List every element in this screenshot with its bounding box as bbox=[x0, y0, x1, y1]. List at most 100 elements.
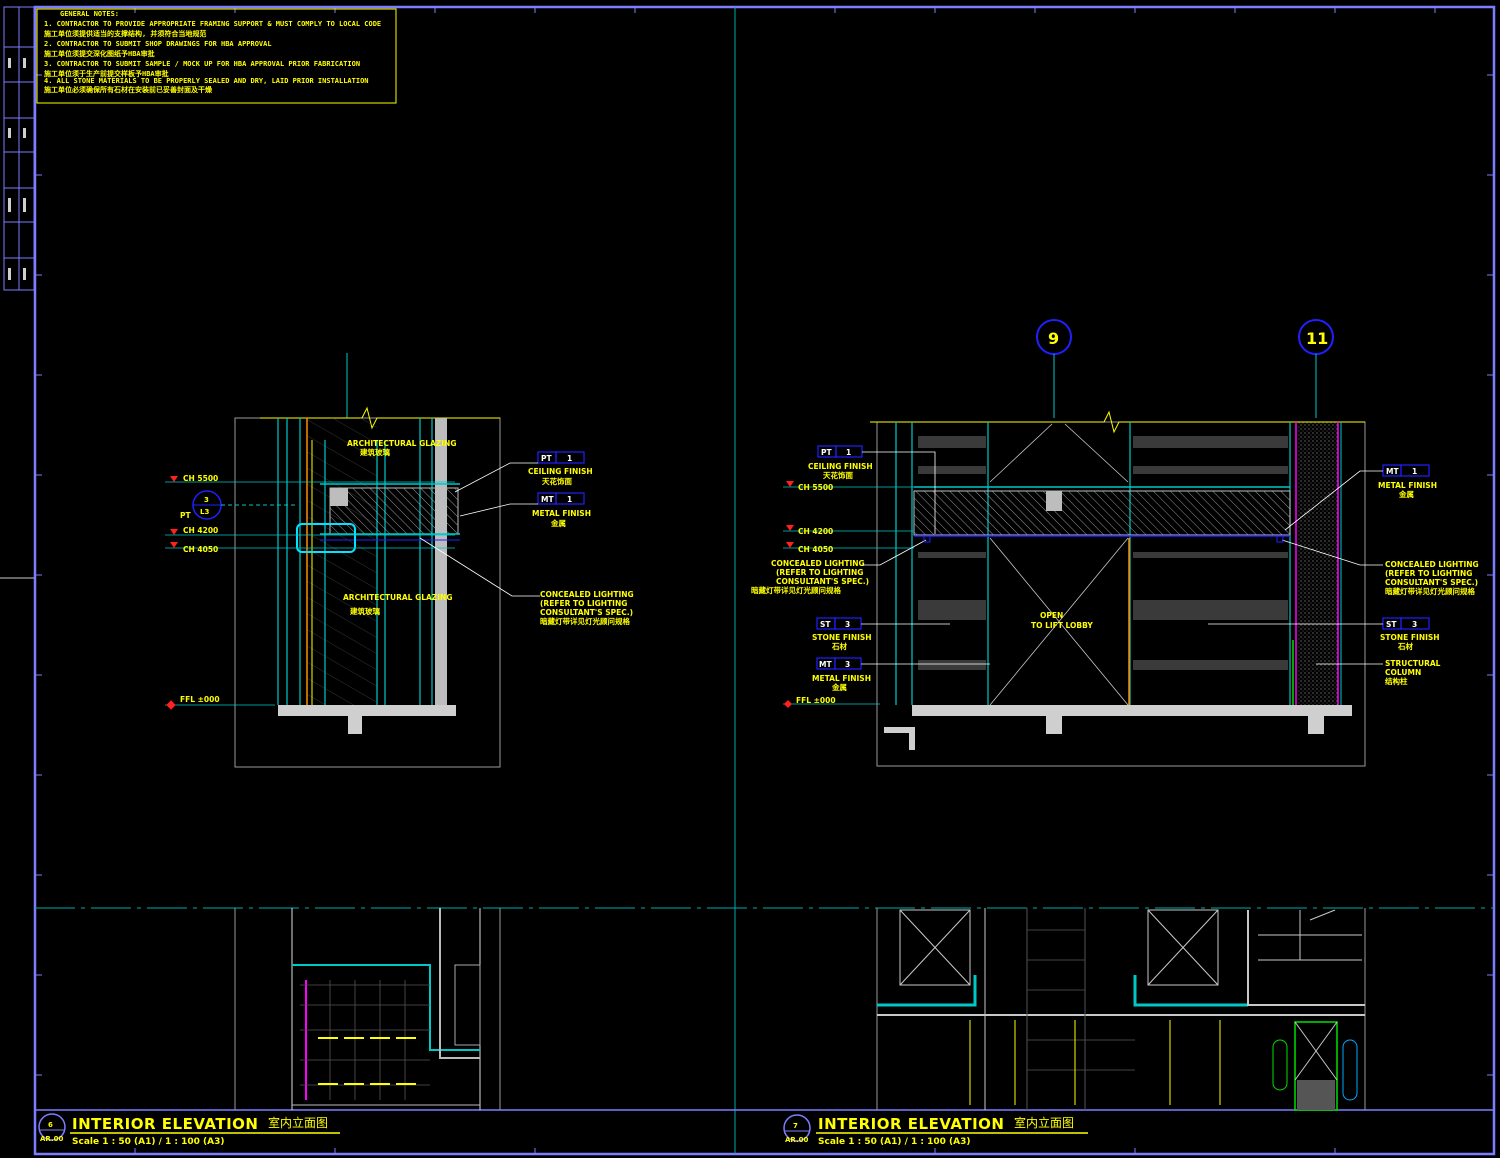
sheet-number: AR.00 bbox=[40, 1135, 63, 1143]
drawing-title-cn: 室内立面图 bbox=[1014, 1115, 1074, 1130]
open-label-2: TO LIFT LOBBY bbox=[1031, 621, 1093, 630]
level-label: CH 4050 bbox=[798, 545, 833, 554]
sheet-number: AR.00 bbox=[785, 1136, 808, 1144]
grid-number: 9 bbox=[1048, 329, 1059, 348]
finish-label-cn: 石材 bbox=[1397, 641, 1414, 651]
section-tag: 3 PT L3 bbox=[180, 490, 296, 520]
finish-code: PT bbox=[541, 454, 552, 463]
level-markers: CH 5500 CH 4200 CH 4050 FFL ±000 bbox=[166, 474, 220, 710]
finish-label-cn: 石材 bbox=[831, 641, 847, 651]
callout-line: CONCEALED LIGHTING bbox=[540, 590, 634, 599]
note-line: 施工单位须于生产前提交样板予HBA审批 bbox=[44, 69, 169, 78]
concealed-lighting-callout-left: CONCEALED LIGHTING (REFER TO LIGHTING CO… bbox=[751, 535, 931, 595]
ceiling-finish-callout-right: PT 1 CEILING FINISH 天花饰面 bbox=[808, 445, 936, 534]
left-elevation: CH 5500 CH 4200 CH 4050 FFL ±000 3 PT L3… bbox=[165, 353, 634, 768]
finish-code: MT bbox=[819, 660, 832, 669]
finish-label: CEILING FINISH bbox=[528, 467, 593, 476]
section-prefix: PT bbox=[180, 511, 191, 520]
revision-strip bbox=[0, 6, 35, 579]
drawing-number: 6 bbox=[48, 1121, 53, 1129]
level-label: CH 4200 bbox=[798, 527, 833, 536]
callout-line: CONCEALED LIGHTING bbox=[1385, 560, 1479, 569]
drawing-title: INTERIOR ELEVATION bbox=[818, 1115, 1004, 1133]
finish-label-cn: 金属 bbox=[1398, 489, 1414, 499]
notes-heading: GENERAL NOTES: bbox=[60, 10, 119, 18]
stone-finish-callout-left: ST 3 STONE FINISH 石材 bbox=[812, 617, 950, 651]
drawing-title: INTERIOR ELEVATION bbox=[72, 1115, 258, 1133]
structural-column-callout: STRUCTURAL COLUMN 结构柱 bbox=[1316, 659, 1441, 686]
concealed-lighting-callout: CONCEALED LIGHTING (REFER TO LIGHTING CO… bbox=[419, 537, 634, 626]
lower-right-plan bbox=[876, 908, 1366, 1111]
ceiling-finish-callout: PT 1 CEILING FINISH 天花饰面 bbox=[454, 451, 593, 493]
finish-label: METAL FINISH bbox=[812, 674, 871, 683]
glazing-label-cn: 建筑玻璃 bbox=[359, 447, 390, 457]
level-markers-right: CH 5500 CH 4200 CH 4050 FFL ±000 bbox=[784, 481, 836, 708]
lower-left-plan bbox=[234, 908, 501, 1110]
glazing-label: ARCHITECTURAL GLAZING bbox=[347, 439, 456, 448]
finish-label: STONE FINISH bbox=[812, 633, 872, 642]
finish-label-cn: 天花饰面 bbox=[823, 470, 853, 480]
finish-label: METAL FINISH bbox=[532, 509, 591, 518]
drawing-scale: Scale 1 : 50 (A1) / 1 : 100 (A3) bbox=[818, 1137, 971, 1147]
grid-bubble-9: 9 bbox=[1036, 319, 1072, 418]
callout-line: STRUCTURAL bbox=[1385, 659, 1441, 668]
finish-code: MT bbox=[1386, 467, 1399, 476]
level-label: CH 5500 bbox=[183, 474, 218, 483]
finish-label: METAL FINISH bbox=[1378, 481, 1437, 490]
finish-number: 1 bbox=[567, 495, 572, 504]
note-line: 施工单位须提交深化图纸予HBA审批 bbox=[44, 49, 155, 58]
glazing-label: ARCHITECTURAL GLAZING bbox=[343, 593, 452, 602]
level-label: FFL ±000 bbox=[796, 696, 836, 705]
drawing-title-cn: 室内立面图 bbox=[268, 1115, 328, 1130]
callout-line: (REFER TO LIGHTING bbox=[1385, 569, 1472, 578]
finish-number: 1 bbox=[567, 454, 572, 463]
callout-line: (REFER TO LIGHTING bbox=[776, 568, 863, 577]
drawing-scale: Scale 1 : 50 (A1) / 1 : 100 (A3) bbox=[72, 1137, 225, 1147]
finish-label: STONE FINISH bbox=[1380, 633, 1440, 642]
sheet-border bbox=[33, 5, 1496, 1156]
concealed-lighting-callout-right: CONCEALED LIGHTING (REFER TO LIGHTING CO… bbox=[1276, 535, 1479, 596]
section-sheet: L3 bbox=[200, 508, 209, 516]
callout-line: CONSULTANT'S SPEC.) bbox=[776, 577, 869, 586]
level-label: CH 5500 bbox=[798, 483, 833, 492]
metal-finish-callout: MT 1 METAL FINISH 金属 bbox=[459, 492, 591, 528]
note-line: 4. ALL STONE MATERIALS TO BE PROPERLY SE… bbox=[44, 77, 369, 85]
grid-bubble-11: 11 bbox=[1298, 319, 1334, 418]
callout-line-cn: 暗藏灯带详见灯光顾问规格 bbox=[1385, 586, 1475, 596]
callout-line-cn: 结构柱 bbox=[1385, 676, 1408, 686]
callout-line: COLUMN bbox=[1385, 668, 1421, 677]
finish-number: 3 bbox=[1412, 620, 1417, 629]
right-elevation: 9 11 bbox=[751, 319, 1479, 767]
stone-finish-callout-right: ST 3 STONE FINISH 石材 bbox=[1208, 617, 1440, 651]
level-label: FFL ±000 bbox=[180, 695, 220, 704]
callout-line: CONSULTANT'S SPEC.) bbox=[1385, 578, 1478, 587]
drawing-number: 7 bbox=[793, 1122, 798, 1130]
metal-finish-callout-right: MT 1 METAL FINISH 金属 bbox=[1284, 464, 1437, 531]
grid-number: 11 bbox=[1306, 329, 1328, 348]
callout-line: (REFER TO LIGHTING bbox=[540, 599, 627, 608]
finish-label: CEILING FINISH bbox=[808, 462, 873, 471]
callout-line: CONSULTANT'S SPEC.) bbox=[540, 608, 633, 617]
open-label: OPEN bbox=[1040, 611, 1063, 620]
note-line: 3. CONTRACTOR TO SUBMIT SAMPLE / MOCK UP… bbox=[44, 60, 360, 68]
finish-code: MT bbox=[541, 495, 554, 504]
note-line: 2. CONTRACTOR TO SUBMIT SHOP DRAWINGS FO… bbox=[44, 40, 272, 48]
callout-line-cn: 暗藏灯带详见灯光顾问规格 bbox=[540, 616, 630, 626]
section-number: 3 bbox=[204, 496, 209, 504]
finish-number: 3 bbox=[845, 660, 850, 669]
finish-code: PT bbox=[821, 448, 832, 457]
callout-line: CONCEALED LIGHTING bbox=[771, 559, 865, 568]
finish-label-cn: 天花饰面 bbox=[542, 476, 572, 486]
finish-number: 1 bbox=[1412, 467, 1417, 476]
title-block-right: 7 AR.00 INTERIOR ELEVATION 室内立面图 Scale 1… bbox=[783, 1114, 1088, 1147]
title-block-left: 6 AR.00 INTERIOR ELEVATION 室内立面图 Scale 1… bbox=[38, 1113, 340, 1147]
finish-label-cn: 金属 bbox=[550, 518, 566, 528]
finish-code: ST bbox=[1386, 620, 1397, 629]
callout-line-cn: 暗藏灯带详见灯光顾问规格 bbox=[751, 585, 841, 595]
note-line: 施工单位必须确保所有石材在安装前已妥善封面及干燥 bbox=[44, 85, 213, 94]
note-line: 施工单位须提供适当的支撑结构, 并须符合当地规范 bbox=[44, 29, 206, 38]
level-label: CH 4050 bbox=[183, 545, 218, 554]
finish-label-cn: 金属 bbox=[831, 682, 847, 692]
metal-finish-callout-left: MT 3 METAL FINISH 金属 bbox=[812, 657, 990, 692]
